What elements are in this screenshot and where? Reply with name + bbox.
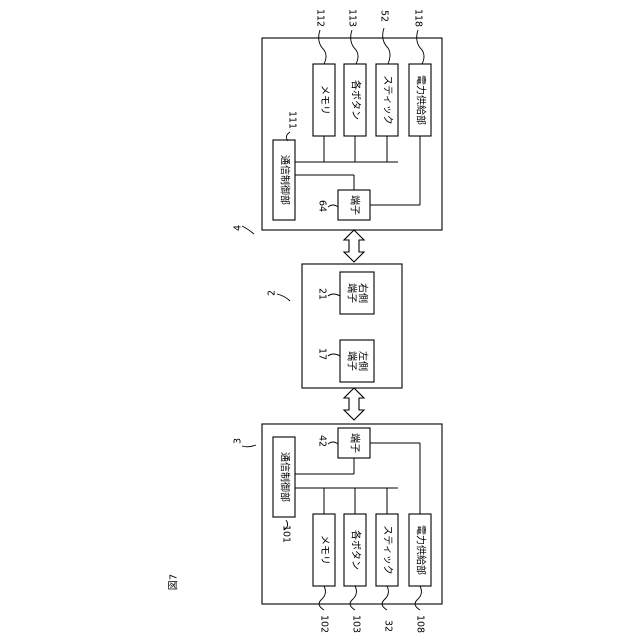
upper-buttons-label: 各ボタン	[350, 80, 363, 120]
lower-stick-ref: 32	[383, 620, 394, 632]
upper-comm-control-ref: 111	[287, 111, 298, 129]
upper-terminal-label: 端子	[349, 195, 362, 215]
lower-comm-control-label: 通信制御部	[279, 452, 292, 502]
left-terminal-line1: 左側	[357, 351, 370, 371]
left-terminal-line2: 端子	[346, 351, 359, 371]
upper-bidirectional-arrow	[344, 230, 364, 262]
lower-terminal-ref: 42	[317, 435, 328, 447]
lower-bidirectional-arrow	[344, 388, 364, 420]
upper-unit: 4 通信制御部 111 端子 64 メモリ 各ボタン スティック 電力供給部 1…	[233, 9, 443, 234]
middle-unit-ref: 2	[267, 290, 278, 296]
upper-unit-leader	[242, 226, 254, 234]
figure-label: 図7	[168, 574, 180, 590]
upper-comm-control-label: 通信制御部	[279, 155, 292, 205]
upper-power-label: 電力供給部	[415, 75, 428, 125]
lower-buttons-label: 各ボタン	[350, 530, 363, 570]
lower-power-label: 電力供給部	[415, 525, 428, 575]
lower-memory-ref: 102	[319, 615, 330, 633]
lower-unit-ref: 3	[233, 438, 244, 444]
upper-stick-label: スティック	[382, 75, 394, 124]
upper-power-ref: 118	[413, 9, 424, 27]
upper-memory-label: メモリ	[319, 85, 330, 115]
upper-stick-ref: 52	[379, 10, 390, 22]
right-terminal-line1: 右側	[357, 283, 370, 303]
lower-terminal-label: 端子	[349, 433, 362, 453]
right-terminal-ref: 21	[317, 288, 328, 300]
middle-unit-leader	[277, 294, 290, 301]
lower-buttons-ref: 103	[351, 615, 362, 633]
lower-unit-leader	[242, 445, 256, 447]
lower-memory-label: メモリ	[319, 535, 330, 565]
upper-unit-ref: 4	[233, 225, 244, 231]
lower-unit: 3 通信制御部 101 端子 42 メモリ 各ボタン スティック 電力供給部 1…	[233, 424, 443, 633]
left-terminal-ref: 17	[317, 348, 328, 360]
upper-buttons-ref: 113	[347, 9, 358, 27]
lower-power-ref: 108	[415, 615, 426, 633]
middle-unit: 2 右側 端子 21 左側 端子 17	[267, 264, 403, 388]
upper-terminal-ref: 64	[317, 200, 328, 212]
upper-memory-ref: 112	[315, 9, 326, 27]
right-terminal-line2: 端子	[346, 283, 359, 303]
lower-stick-label: スティック	[382, 525, 394, 574]
